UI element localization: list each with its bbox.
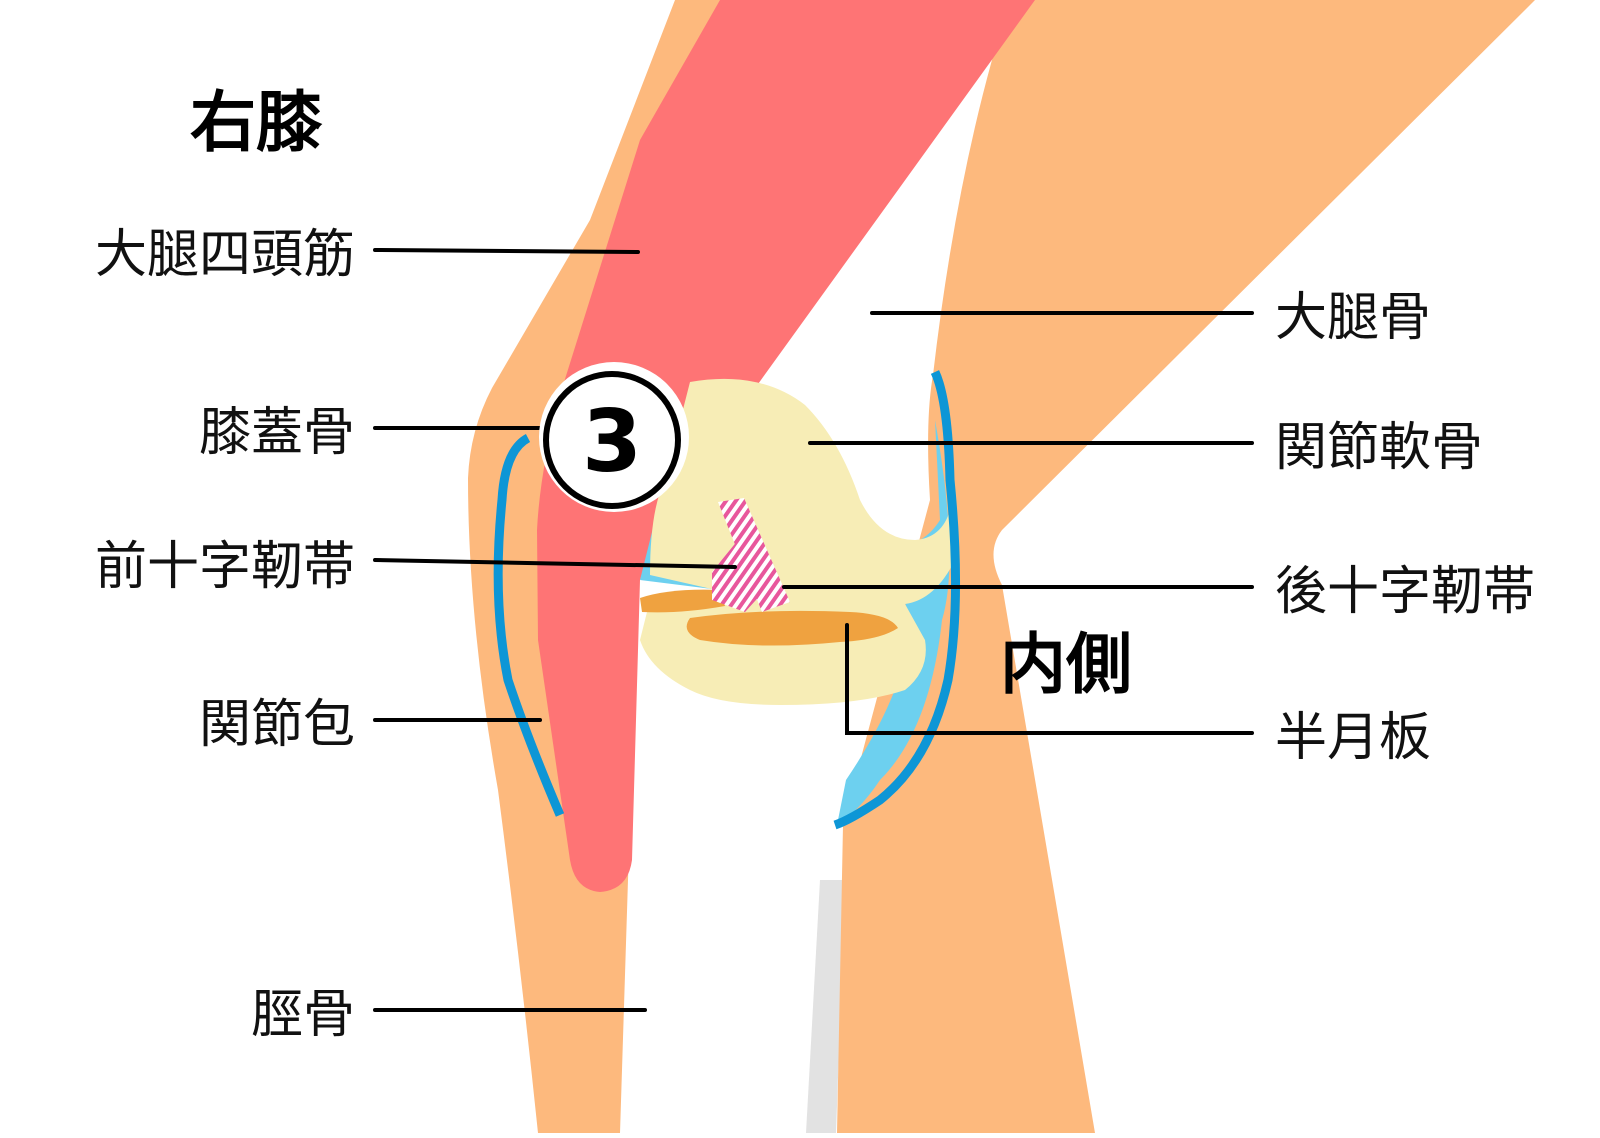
badge-circle [543, 371, 681, 509]
label-pcl: 後十字靭帯 [1275, 562, 1535, 622]
badge-number: 3 [582, 392, 642, 492]
joint-capsule-right [833, 370, 961, 830]
label-femur: 大腿骨 [1275, 288, 1431, 348]
label-quadriceps: 大腿四頭筋 [95, 225, 355, 285]
label-acl: 前十字靭帯 [95, 537, 355, 597]
label-patella: 膝蓋骨 [199, 403, 355, 463]
joint-capsule-left [493, 434, 565, 817]
diagram-title: 右膝 [190, 84, 323, 161]
medial-side-label: 内側 [1000, 626, 1132, 703]
leader-acl [373, 558, 737, 569]
label-meniscus: 半月板 [1275, 708, 1431, 768]
femur-shape [837, 0, 1535, 1133]
leader-meniscus [845, 623, 1254, 735]
leader-quadriceps [373, 248, 640, 254]
anterior-cruciate-ligament [712, 540, 765, 612]
label-tibia: 脛骨 [251, 985, 355, 1045]
fibula-shape [806, 880, 845, 1133]
label-cartilage: 関節軟骨 [1275, 418, 1483, 478]
label-capsule: 関節包 [199, 695, 355, 755]
posterior-cruciate-ligament [718, 498, 790, 612]
quadriceps-shape [537, 0, 1035, 892]
meniscus-lateral [640, 589, 725, 613]
